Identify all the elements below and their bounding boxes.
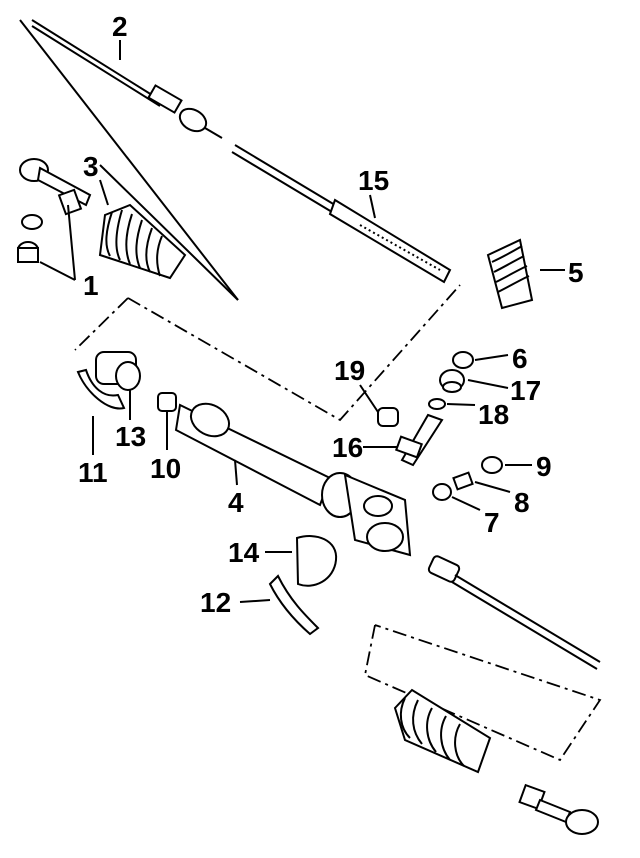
mount-left xyxy=(76,351,177,412)
rack-housing xyxy=(174,402,412,557)
outer-tie-rod-end-lower xyxy=(518,783,599,835)
callout-4: 4 xyxy=(228,487,244,518)
callout-8: 8 xyxy=(514,487,530,518)
callout-5: 5 xyxy=(568,257,584,288)
callout-11: 11 xyxy=(78,457,108,488)
boot-lower xyxy=(393,688,492,774)
boot-upper xyxy=(98,203,187,280)
inner-tie-rod-lower xyxy=(427,555,601,670)
callout-6: 6 xyxy=(512,343,528,374)
pinion-shaft xyxy=(394,413,444,467)
group-outline-lower xyxy=(363,624,602,762)
callout-17: 17 xyxy=(510,375,541,406)
guide-lines-upper-left xyxy=(19,19,239,301)
callout-9: 9 xyxy=(536,451,552,482)
adjuster-stack xyxy=(428,351,474,410)
yoke-spring-plug xyxy=(432,456,503,501)
group-outline-upper xyxy=(74,284,461,422)
callout-13: 13 xyxy=(115,421,146,452)
inner-tie-rod-upper xyxy=(31,19,223,139)
mount-center xyxy=(268,535,338,636)
callout-15: 15 xyxy=(358,165,389,196)
callout-12: 12 xyxy=(200,587,231,618)
callout-14: 14 xyxy=(228,537,260,568)
bellows-boot-right xyxy=(486,238,534,310)
callout-labels: 2 3 1 15 5 6 17 18 19 16 9 8 7 4 11 13 1… xyxy=(78,11,584,618)
callout-16: 16 xyxy=(332,432,363,463)
callout-2: 2 xyxy=(112,11,128,42)
callout-3: 3 xyxy=(83,151,99,182)
rack-shaft xyxy=(231,144,452,284)
callout-18: 18 xyxy=(478,399,509,430)
callout-10: 10 xyxy=(150,453,181,484)
leader-lines xyxy=(39,40,565,603)
callout-19: 19 xyxy=(334,355,365,386)
outer-tie-rod-end-upper xyxy=(17,158,92,263)
bushing-19 xyxy=(377,407,399,427)
callout-7: 7 xyxy=(484,507,500,538)
callout-1: 1 xyxy=(83,270,99,301)
